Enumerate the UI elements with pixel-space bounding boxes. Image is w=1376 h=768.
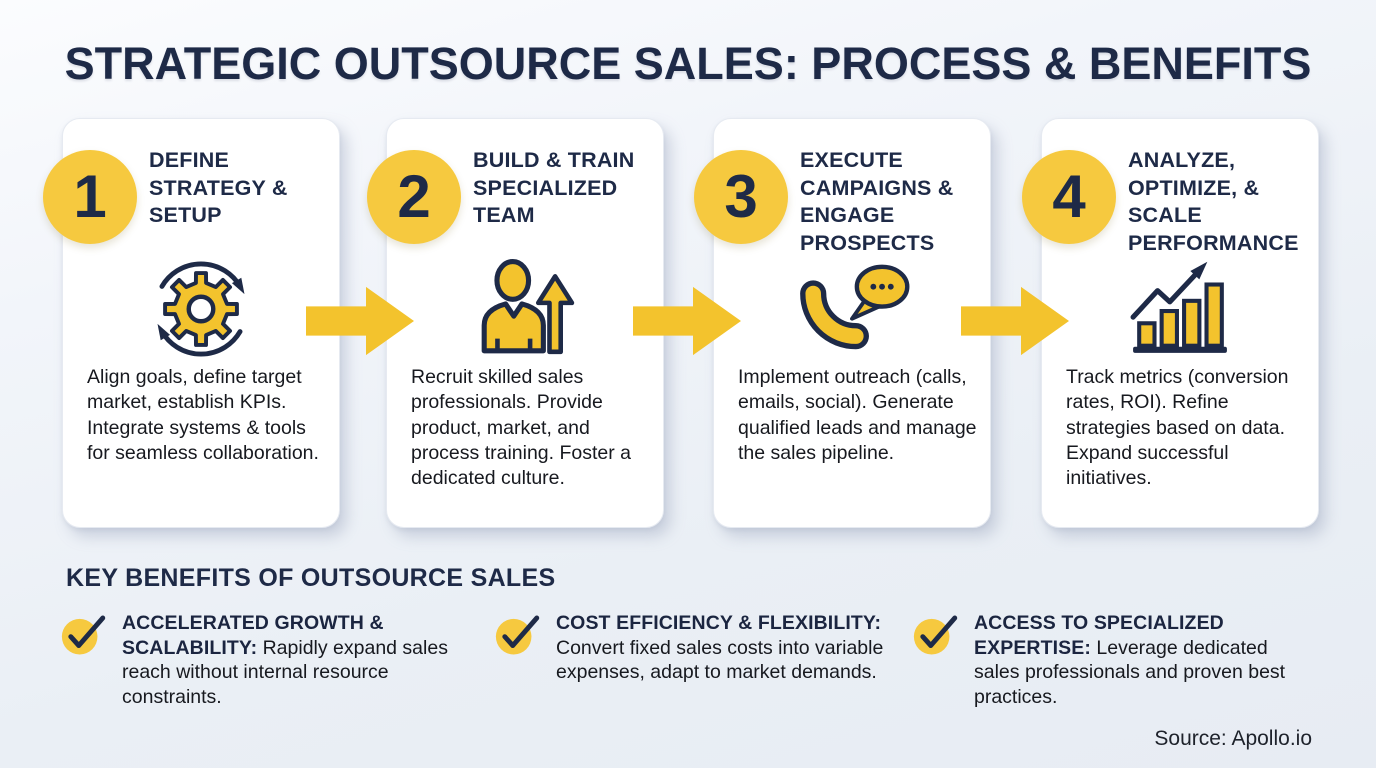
benefit-body: Convert fixed sales costs into variable … [556,636,884,684]
step-1-number-badge: 1 [43,150,137,244]
benefit-text: ACCESS TO SPECIALIZED EXPERTISE: Leverag… [974,611,1315,709]
step-2-description: Recruit skilled sales professionals. Pro… [411,366,632,490]
benefit-label: COST EFFICIENCY & FLEXIBILITY: [556,612,882,634]
step-number: 2 [397,163,431,230]
gear-sync-icon [63,253,339,365]
step-number: 1 [73,163,107,230]
benefit-text: ACCELERATED GROWTH & SCALABILITY: Rapidl… [122,611,463,709]
benefit-text: COST EFFICIENCY & FLEXIBILITY: Convert f… [556,611,887,685]
step-2-heading: BUILD & TRAIN SPECIALIZED TEAM [473,148,635,228]
step-4-description: Track metrics (conversion rates, ROI). R… [1066,366,1289,490]
gear-sync-icon-svg [157,261,245,357]
benefit-item-growth: ACCELERATED GROWTH & SCALABILITY: Rapidl… [61,608,463,709]
step-card-2: 2 BUILD & TRAIN SPECIALIZED TEAM Recruit… [367,118,664,528]
benefit-body: Rapidly expand sales reach without inter… [122,636,448,708]
step-4-number-badge: 4 [1022,150,1116,244]
source-attribution: Source: Apollo.io [1154,727,1312,750]
flow-arrow-icon [306,286,414,356]
step-card-1: 1 DEFINE STRATEGY & SETUP Align goals, d… [43,118,340,528]
flow-arrow-icon [961,286,1069,356]
benefit-label: ACCESS TO SPECIALIZED EXPERTISE: [974,612,1224,659]
benefit-label: ACCELERATED GROWTH & SCALABILITY: [122,612,384,659]
step-number: 3 [724,163,758,230]
person-growth-icon [387,253,663,365]
step-3-heading: EXECUTE CAMPAIGNS & ENGAGE PROSPECTS [800,148,954,256]
step-card-3: 3 EXECUTE CAMPAIGNS & ENGAGE PROSPECTS I… [694,118,991,528]
step-2-number-badge: 2 [367,150,461,244]
check-icon [913,615,958,655]
phone-chat-icon-svg [800,264,910,350]
step-1-heading: DEFINE STRATEGY & SETUP [149,148,288,228]
person-growth-icon-svg [481,259,575,355]
page-title: STRATEGIC OUTSOURCE SALES: PROCESS & BEN… [64,38,1312,89]
benefit-body: Leverage dedicated sales professionals a… [974,636,1286,708]
step-3-number-badge: 3 [694,150,788,244]
benefit-item-cost: COST EFFICIENCY & FLEXIBILITY: Convert f… [495,608,887,685]
step-3-description: Implement outreach (calls, emails, socia… [738,366,977,465]
phone-chat-icon [714,253,990,365]
benefit-item-expertise: ACCESS TO SPECIALIZED EXPERTISE: Leverag… [913,608,1315,709]
flow-arrow-icon [633,286,741,356]
step-card-4: 4 ANALYZE, OPTIMIZE, & SCALE PERFORMANCE… [1022,118,1319,528]
growth-chart-icon [1042,253,1318,365]
check-icon [495,615,540,655]
growth-chart-icon-svg [1130,261,1227,353]
benefits-heading: KEY BENEFITS OF OUTSOURCE SALES [66,564,556,592]
step-number: 4 [1052,163,1086,230]
step-1-description: Align goals, define target market, estab… [87,366,319,465]
check-icon [61,615,106,655]
step-4-heading: ANALYZE, OPTIMIZE, & SCALE PERFORMANCE [1128,148,1299,256]
